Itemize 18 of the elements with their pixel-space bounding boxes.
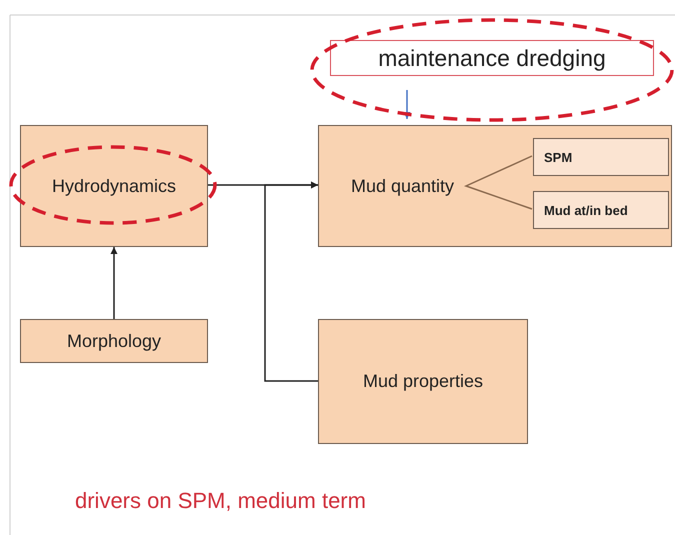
node-label: Hydrodynamics	[52, 176, 176, 196]
process-box	[20, 125, 208, 247]
node-label: Mud properties	[362, 371, 484, 392]
node-label: Morphology	[66, 330, 162, 352]
process-box	[318, 125, 672, 247]
caption-note: drivers on SPM, medium term	[75, 488, 366, 514]
process-box	[20, 319, 208, 363]
node-label: Mud at/in bed	[544, 202, 628, 218]
arrow	[404, 90, 410, 119]
sub-box	[533, 191, 669, 229]
arrow	[264, 182, 318, 382]
arrow	[110, 247, 118, 319]
node-label: SPM	[544, 150, 572, 164]
sub-box	[533, 138, 669, 176]
node-label: Mud quantity	[351, 176, 454, 196]
node-label: maintenance dredging	[378, 44, 606, 72]
note-box	[330, 40, 654, 76]
process-box	[318, 319, 528, 444]
